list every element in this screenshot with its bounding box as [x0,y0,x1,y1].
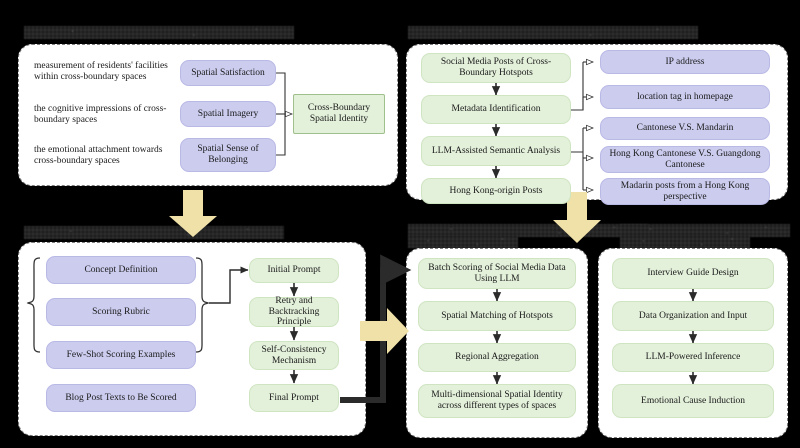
concept-dimension-spatial-satisfaction[interactable]: Spatial Satisfaction [180,60,276,86]
data-branch-ip-address[interactable]: IP address [600,50,770,74]
prompt-input-blog-post-texts[interactable]: Blog Post Texts to Be Scored [46,384,196,412]
flow-arrow-prompt-to-scoring [360,308,409,354]
prompt-input-few-shot-examples[interactable]: Few-Shot Scoring Examples [46,341,196,369]
data-branch-hk-vs-guangdong-cantonese[interactable]: Hong Kong Cantonese V.S. Guangdong Canto… [600,146,770,173]
section-title-scoring-line2 [408,236,518,248]
concept-dimension-spatial-imagery[interactable]: Spatial Imagery [180,101,276,127]
prompt-stage-self-consistency[interactable]: Self-Consistency Mechanism [249,341,339,370]
section-title-concept [24,26,294,39]
concept-description-1: measurement of residents' facilities wit… [34,61,168,82]
concept-description-2: the cognitive impressions of cross-bound… [34,104,167,125]
concept-description-3: the emotional attachment towards cross-b… [34,145,163,166]
interview-step-guide-design[interactable]: Interview Guide Design [612,258,774,289]
flow-arrow-concept-to-prompt [169,190,217,237]
section-title-interview [620,224,790,237]
prompt-stage-initial-prompt[interactable]: Initial Prompt [249,258,339,283]
prompt-input-concept-definition[interactable]: Concept Definition [46,256,196,284]
data-branch-mandarin-hk-perspective[interactable]: Madarin posts from a Hong Kong perspecti… [600,178,770,205]
prompt-stage-final-prompt[interactable]: Final Prompt [249,384,339,412]
concept-outcome-cross-boundary-spatial-identity[interactable]: Cross-Boundary Spatial Identity [293,94,385,134]
prompt-input-scoring-rubric[interactable]: Scoring Rubric [46,298,196,326]
data-branch-location-tag[interactable]: location tag in homepage [600,85,770,109]
data-step-metadata-identification[interactable]: Metadata Identification [421,95,571,124]
data-step-social-media-posts[interactable]: Social Media Posts of Cross-Boundary Hot… [421,53,571,83]
interview-step-llm-powered-inference[interactable]: LLM-Powered Inference [612,343,774,372]
interview-step-data-organization[interactable]: Data Organization and Input [612,301,774,331]
section-title-prompt [24,226,284,239]
scoring-step-multi-dimensional-identity[interactable]: Multi-dimensional Spatial Identity acros… [418,384,576,418]
data-step-llm-assisted-semantic-analysis[interactable]: LLM-Assisted Semantic Analysis [421,136,571,166]
interview-step-emotional-cause-induction[interactable]: Emotional Cause Induction [612,384,774,418]
data-branch-cantonese-vs-mandarin[interactable]: Cantonese V.S. Mandarin [600,117,770,140]
scoring-step-regional-aggregation[interactable]: Regional Aggregation [418,343,576,372]
data-step-hong-kong-origin-posts[interactable]: Hong Kong-origin Posts [421,178,571,204]
flow-arrow-data-to-scoring [553,192,601,243]
scoring-step-batch-scoring[interactable]: Batch Scoring of Social Media Data Using… [418,258,576,289]
prompt-stage-retry-backtracking[interactable]: Retry and Backtracking Principle [249,296,339,327]
section-title-data [408,26,698,39]
concept-dimension-spatial-sense-of-belonging[interactable]: Spatial Sense of Belonging [180,138,276,172]
section-title-interview-line2 [620,236,750,248]
scoring-step-spatial-matching[interactable]: Spatial Matching of Hotspots [418,301,576,331]
